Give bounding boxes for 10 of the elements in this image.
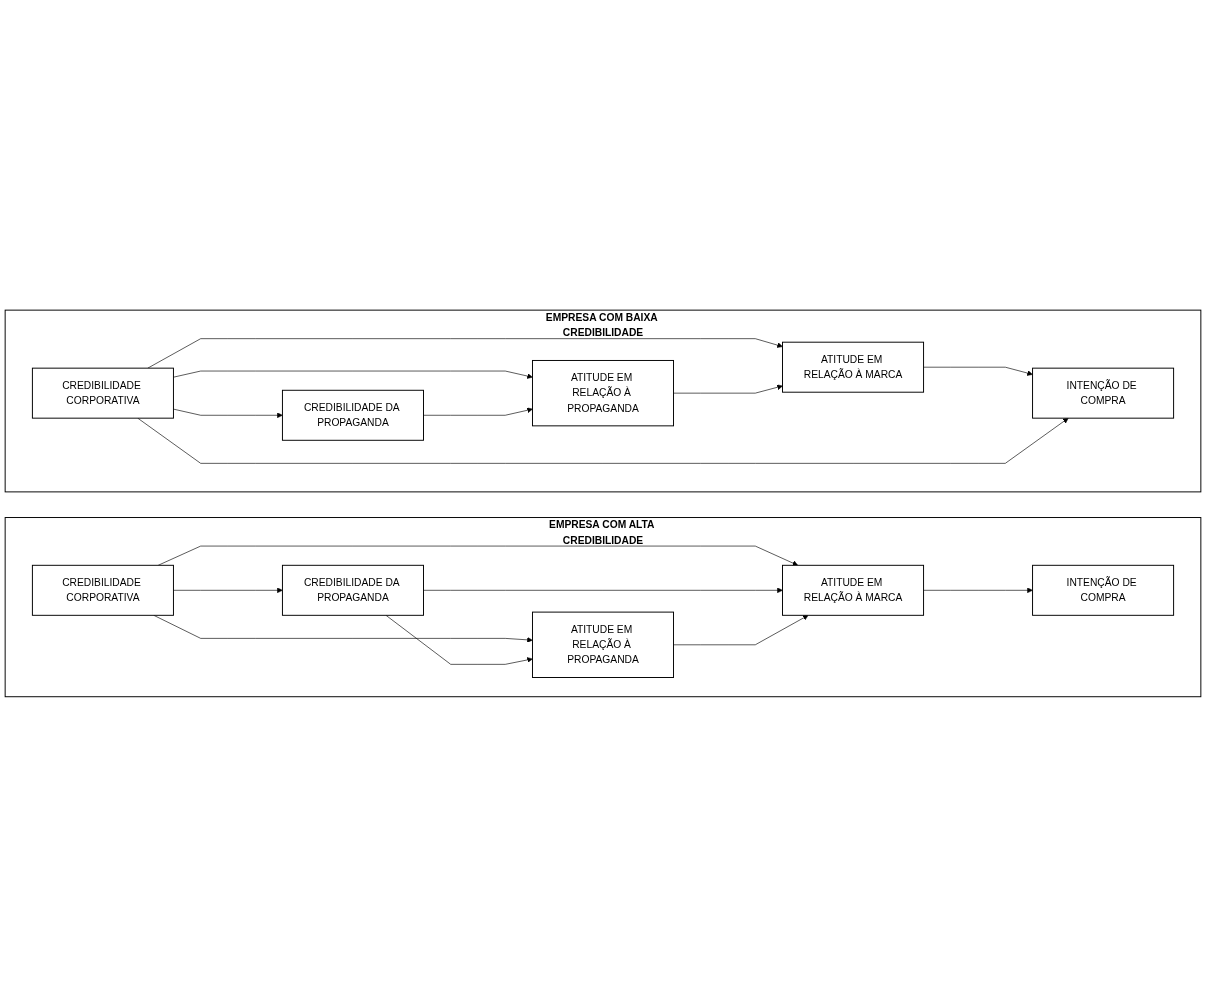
- node-box: ATITUDE EM RELAÇÃO À PROPAGANDA: [532, 360, 674, 427]
- node-box: CREDIBILIDADE CORPORATIVA: [31, 367, 174, 419]
- node-box: CREDIBILIDADE CORPORATIVA: [31, 564, 174, 616]
- node-box: ATITUDE EM RELAÇÃO À PROPAGANDA: [532, 611, 674, 679]
- node-box: CREDIBILIDADE DA PROPAGANDA: [281, 564, 424, 616]
- node-box: CREDIBILIDADE DA PROPAGANDA: [281, 389, 424, 441]
- node-box: INTENÇÃO DE COMPRA: [1032, 564, 1175, 616]
- node-box: INTENÇÃO DE COMPRA: [1032, 367, 1175, 419]
- node-box: ATITUDE EM RELAÇÃO À MARCA: [782, 564, 925, 616]
- node-box: ATITUDE EM RELAÇÃO À MARCA: [782, 341, 925, 393]
